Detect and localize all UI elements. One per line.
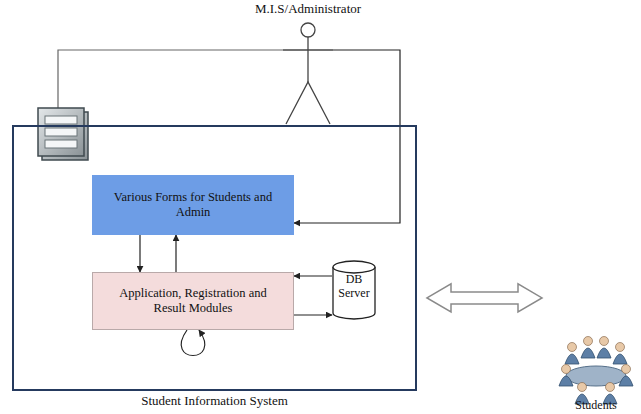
student-head xyxy=(578,383,587,392)
cylinder-body xyxy=(333,267,375,319)
student-head xyxy=(606,383,615,392)
cylinder-top xyxy=(333,261,375,273)
connector-arrow xyxy=(294,314,332,315)
node-label: Various Forms for Students and Admin xyxy=(102,190,284,220)
connector-arrow xyxy=(294,50,400,223)
stick-figure xyxy=(283,20,333,125)
student-body xyxy=(559,376,573,386)
student-body xyxy=(619,376,633,386)
actor-head xyxy=(301,23,315,37)
node-label: Students xyxy=(550,398,641,412)
student-head xyxy=(616,343,625,352)
hollow-double-arrow xyxy=(427,284,542,312)
student-head xyxy=(562,365,571,374)
node-label: Student Information System xyxy=(14,393,415,409)
actor-figure: M.I.S/Administrator xyxy=(283,20,333,125)
actor-arms xyxy=(283,49,333,50)
process-box: Various Forms for Students and Admin xyxy=(92,175,294,235)
form-icon xyxy=(38,108,88,160)
student-head xyxy=(568,343,577,352)
actor-link-line xyxy=(58,50,283,112)
node-label: DB Server xyxy=(332,272,376,301)
self-loop-arrow xyxy=(181,330,205,356)
connector-arrow xyxy=(175,235,176,272)
database-cylinder: DB Server xyxy=(332,260,376,320)
students-icon: Students xyxy=(550,324,641,412)
process-box: Application, Registration and Result Mod… xyxy=(92,272,294,330)
student-head xyxy=(622,365,631,374)
student-head xyxy=(584,337,593,346)
connector-arrow xyxy=(139,235,140,272)
student-body xyxy=(597,348,611,358)
student-body xyxy=(613,354,627,364)
student-body xyxy=(565,354,579,364)
node-label: Application, Registration and Result Mod… xyxy=(103,286,283,316)
system-frame: Student Information SystemVarious Forms … xyxy=(12,125,417,391)
node-label: M.I.S/Administrator xyxy=(255,1,361,17)
actor-legs xyxy=(286,82,330,124)
actor-body xyxy=(307,37,308,82)
student-head xyxy=(600,337,609,346)
table xyxy=(566,366,626,386)
connector-arrow xyxy=(294,275,332,276)
student-body xyxy=(581,348,595,358)
